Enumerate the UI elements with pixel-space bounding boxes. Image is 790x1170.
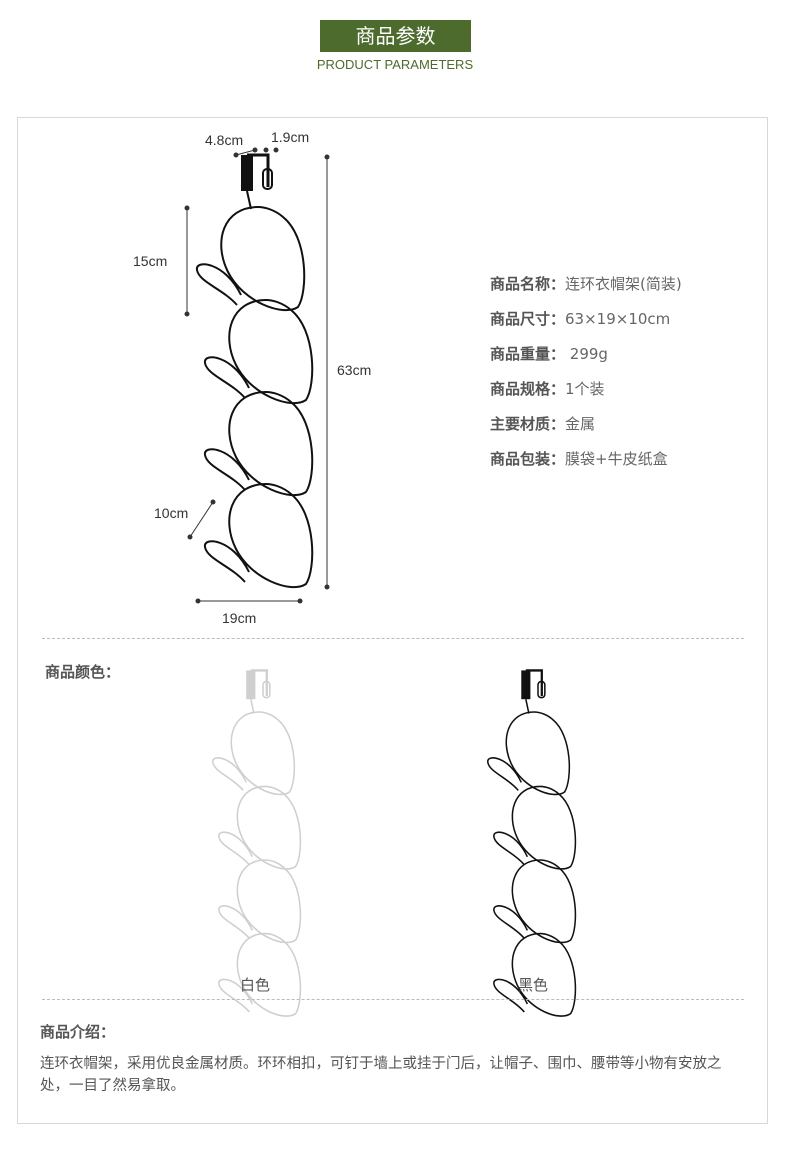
spec-list: 商品名称：连环衣帽架(简装) 商品尺寸：63×19×10cm 商品重量： 299…	[490, 273, 682, 483]
spec-label: 商品规格：	[490, 380, 566, 398]
spec-value: 299g	[565, 345, 608, 363]
spec-label: 主要材质：	[490, 415, 566, 433]
spec-row: 商品尺寸：63×19×10cm	[490, 308, 682, 343]
color-black-label: 黑色	[518, 976, 549, 994]
spec-row: 商品重量： 299g	[490, 343, 682, 378]
dimension-lines	[184, 147, 330, 604]
spec-value: 膜袋+牛皮纸盒	[565, 450, 668, 468]
spec-value: 63×19×10cm	[565, 310, 671, 328]
dim-hook-width: 1.9cm	[271, 129, 310, 145]
spec-label: 商品尺寸：	[490, 310, 566, 328]
dim-hook-depth: 4.8cm	[205, 132, 244, 148]
color-heading: 商品颜色：	[45, 663, 121, 681]
intro-text: 连环衣帽架，采用优良金属材质。环环相扣，可钉于墙上或挂于门后，让帽子、围巾、腰带…	[40, 1056, 722, 1094]
spec-value: 1个装	[565, 380, 605, 398]
black-hanger	[488, 670, 576, 1016]
spec-row: 主要材质：金属	[490, 413, 682, 448]
spec-label: 商品重量：	[490, 345, 566, 363]
spec-row: 商品包装：膜袋+牛皮纸盒	[490, 448, 682, 483]
intro-heading: 商品介绍：	[40, 1023, 116, 1041]
section-subtitle: PRODUCT PARAMETERS	[316, 57, 474, 72]
spec-value: 金属	[565, 415, 596, 433]
divider	[42, 999, 744, 1000]
spec-row: 商品名称：连环衣帽架(简装)	[490, 273, 682, 308]
section-title: 商品参数	[320, 20, 471, 52]
spec-value: 连环衣帽架(简装)	[565, 275, 682, 293]
dim-width: 19cm	[222, 610, 257, 626]
dim-total-height: 63cm	[337, 362, 372, 378]
spec-row: 商品规格：1个装	[490, 378, 682, 413]
dim-loop-depth: 10cm	[154, 505, 189, 521]
spec-label: 商品包装：	[490, 450, 566, 468]
params-panel	[17, 117, 768, 1124]
spec-label: 商品名称：	[490, 275, 566, 293]
white-hanger	[213, 670, 301, 1016]
divider	[42, 638, 744, 639]
black-hanger-main	[197, 155, 312, 587]
dim-loop-height: 15cm	[133, 253, 168, 269]
color-white-label: 白色	[240, 976, 271, 994]
